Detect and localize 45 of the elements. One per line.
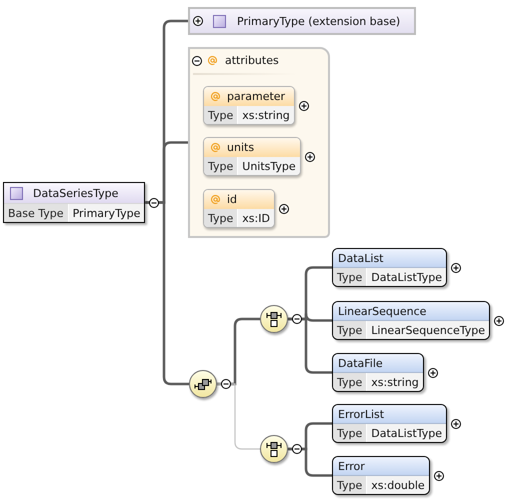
connector-line xyxy=(288,448,332,477)
attribute-name: units xyxy=(227,142,254,153)
base-type-box xyxy=(188,7,416,35)
attribute-name: id xyxy=(227,194,238,205)
connector-line xyxy=(217,318,260,386)
type-label: Type xyxy=(333,373,366,391)
element-name: Error xyxy=(338,460,365,472)
type-label: Base Type xyxy=(4,204,68,222)
type-value: xs:string xyxy=(366,373,423,391)
type-value: xs:string xyxy=(237,106,294,124)
type-value: xs:double xyxy=(366,476,429,494)
type-label: Type xyxy=(333,321,366,339)
element-name: DataFile xyxy=(338,358,383,368)
type-label: Type xyxy=(333,268,366,286)
element-box xyxy=(332,248,448,287)
type-value: PrimaryType xyxy=(68,204,144,222)
type-value: LinearSequenceType xyxy=(366,321,489,339)
type-label: Type xyxy=(204,157,238,175)
element-box xyxy=(332,456,430,495)
type-label: Type xyxy=(333,476,366,494)
type-value: xs:ID xyxy=(237,209,274,227)
element-name: ErrorList xyxy=(338,408,384,420)
element-box xyxy=(332,353,424,392)
type-label: Type xyxy=(333,424,366,442)
element-box xyxy=(332,301,490,340)
attribute-box xyxy=(203,189,275,228)
type-value: DataListType xyxy=(366,268,446,286)
attribute-group-panel xyxy=(188,47,330,238)
attribute-box xyxy=(203,86,295,125)
type-label: Type xyxy=(204,106,238,124)
element-box xyxy=(332,404,448,443)
base-type-name: PrimaryType (extension base) xyxy=(237,16,400,26)
connector-line xyxy=(217,383,260,450)
attribute-name: parameter xyxy=(227,91,286,102)
type-box xyxy=(3,182,146,223)
attribute-box xyxy=(203,137,301,176)
type-label: Type xyxy=(204,209,238,227)
element-name: DataList xyxy=(338,252,384,264)
connector-line xyxy=(288,318,332,374)
type-value: DataListType xyxy=(366,424,446,442)
type-name: DataSeriesType xyxy=(33,188,118,198)
connector-line xyxy=(145,201,189,386)
type-value: UnitsType xyxy=(237,157,300,175)
group-title: attributes xyxy=(225,55,279,66)
element-name: LinearSequence xyxy=(338,306,426,316)
